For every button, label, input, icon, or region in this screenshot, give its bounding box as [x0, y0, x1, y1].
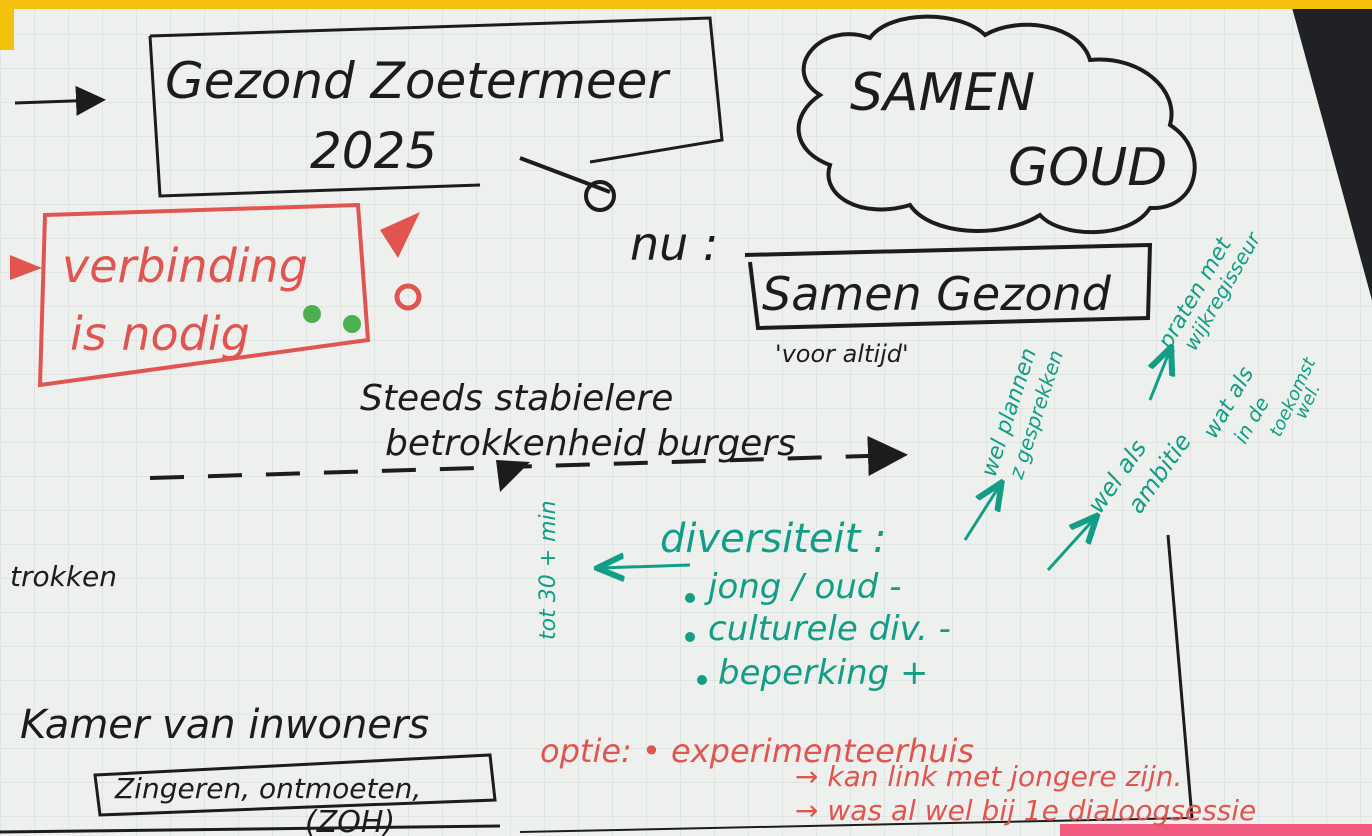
- tot-30-min-text: tot 30 + min: [536, 500, 561, 640]
- optie-sub2: → was al wel bij 1e dialoogsessie: [795, 794, 1256, 827]
- pink-tape-bottom: [1060, 824, 1372, 836]
- red-arrow-left: [10, 255, 42, 280]
- green-arrow-praten: [1150, 350, 1170, 401]
- bullet-culturele: culturele div. -: [708, 609, 951, 649]
- board-edge: [1290, 0, 1372, 300]
- yellow-tape-top: [0, 0, 1372, 9]
- zingeren-line1: Zingeren, ontmoeten,: [114, 772, 421, 805]
- nu-label: nu :: [630, 217, 718, 271]
- title-line2: 2025: [310, 122, 437, 180]
- green-dot-sticker: [303, 305, 321, 323]
- red-star-doodle: [380, 212, 420, 258]
- zingeren-line2: (ZOH): [305, 805, 395, 836]
- samen-gezond-box: [744, 242, 1153, 331]
- green-arrow-wel-als: [1046, 518, 1095, 572]
- bottom-line-right: [519, 817, 1191, 833]
- steeds-line2: betrokkenheid burgers: [385, 423, 796, 464]
- verbinding-line1: verbinding: [62, 239, 308, 293]
- steeds-line1: Steeds stabielere: [360, 378, 673, 419]
- arrow-head-mark: [584, 180, 616, 212]
- betrokken-partial: trokken: [10, 560, 117, 593]
- verbinding-box: [37, 202, 371, 388]
- cloud-line2: GOUD: [1008, 138, 1167, 198]
- green-arrow-wel-plannen: [963, 485, 1000, 541]
- diversiteit-heading: diversiteit :: [660, 516, 886, 562]
- red-circle-doodle: [394, 283, 422, 311]
- dashed-arrow-midhead: [496, 460, 530, 492]
- title-arrow: [14, 85, 106, 116]
- title-to-nu-arrow: [519, 156, 611, 194]
- zingeren-box: [93, 753, 497, 817]
- verbinding-line2: is nodig: [70, 307, 250, 361]
- bullet-dot: [685, 593, 695, 603]
- voor-altijd-text: 'voor altijd': [775, 340, 909, 368]
- optie-text: optie: • experimenteerhuis: [540, 732, 974, 770]
- samen-gezond-text: Samen Gezond: [762, 267, 1112, 321]
- green-dot-sticker: [343, 315, 361, 333]
- title-box: [148, 16, 724, 198]
- kamer-van-inwoners: Kamer van inwoners: [20, 702, 429, 748]
- cloud-line1: SAMEN: [850, 63, 1035, 123]
- bullet-dot: [685, 632, 695, 642]
- bullet-dot: [697, 675, 707, 685]
- optie-sub1: → kan link met jongere zijn.: [795, 760, 1182, 793]
- bullet-beperking: beperking +: [718, 653, 929, 693]
- title-line1: Gezond Zoetermeer: [165, 52, 671, 110]
- divider-line: [1166, 534, 1194, 819]
- cloud-shape: [796, 14, 1197, 235]
- green-arrow-to-tot: [600, 565, 691, 568]
- yellow-tape-left: [0, 0, 14, 50]
- bullet-jong-oud: jong / oud -: [704, 567, 901, 607]
- bottom-line-left: [0, 824, 501, 834]
